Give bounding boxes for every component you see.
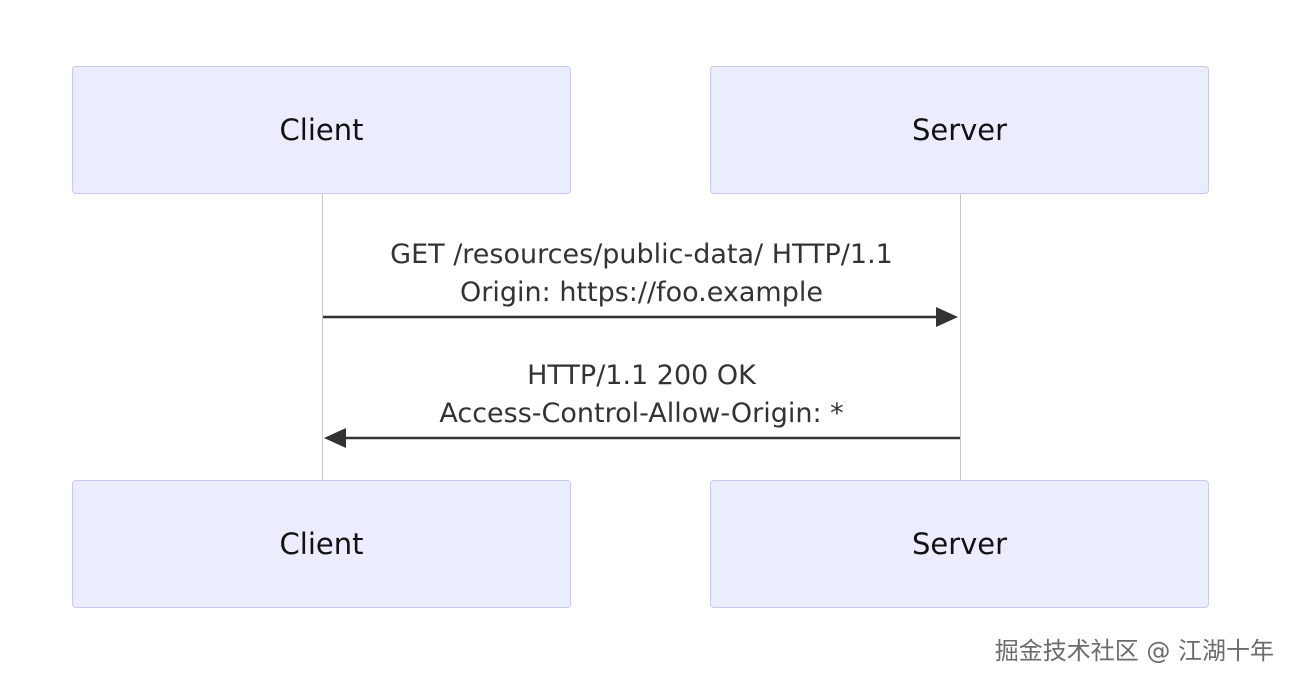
actor-label: Client	[279, 527, 364, 561]
actor-client-bottom: Client	[72, 480, 571, 608]
watermark: 掘金技术社区 @ 江湖十年	[994, 637, 1274, 665]
actor-label: Server	[911, 527, 1008, 561]
message-response-label: HTTP/1.1 200 OK Access-Control-Allow-Ori…	[323, 357, 960, 433]
lifeline-client	[322, 194, 323, 480]
message-line: HTTP/1.1 200 OK	[527, 360, 756, 391]
actor-label: Server	[911, 113, 1008, 147]
message-line: GET /resources/public-data/ HTTP/1.1	[390, 239, 893, 270]
message-request-label: GET /resources/public-data/ HTTP/1.1 Ori…	[323, 236, 960, 312]
actor-server-top: Server	[710, 66, 1209, 194]
lifeline-server	[960, 194, 961, 480]
message-line: Access-Control-Allow-Origin: *	[439, 398, 844, 429]
actor-label: Client	[279, 113, 364, 147]
message-line: Origin: https://foo.example	[460, 277, 823, 308]
actor-client-top: Client	[72, 66, 571, 194]
actor-server-bottom: Server	[710, 480, 1209, 608]
